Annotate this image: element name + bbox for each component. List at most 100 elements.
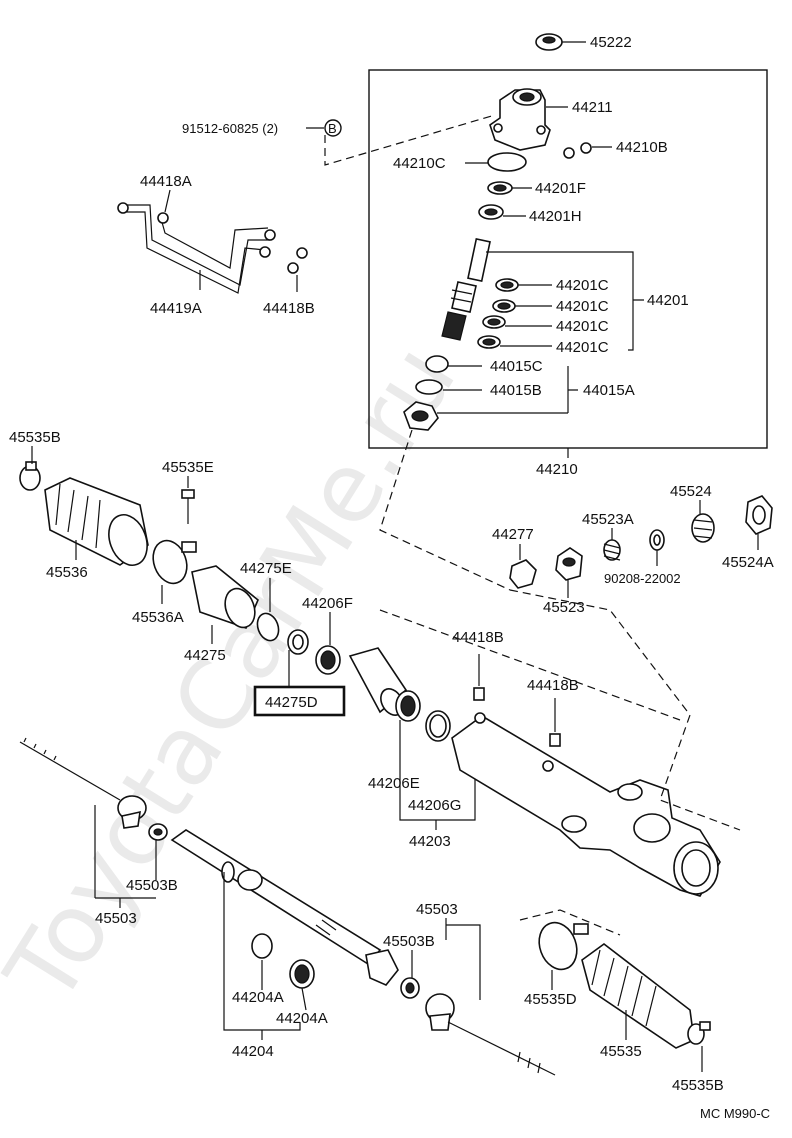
leader-91512 (324, 114, 496, 166)
part-45535-boot[interactable] (581, 943, 695, 1049)
label-44201C-1: 44201C (556, 277, 609, 294)
label-45535E: 45535E (162, 459, 214, 476)
part-45535D-clamp[interactable] (533, 917, 589, 990)
bracket-45503-right (445, 918, 481, 1000)
label-44204A-1: 44204A (232, 989, 284, 1006)
label-45523A: 45523A (582, 511, 634, 528)
part-44275D-bush[interactable] (287, 629, 309, 686)
bracket-44015A (567, 366, 578, 413)
watermark-text: ToyotaCarMe.ru (0, 326, 478, 1023)
label-44206E: 44206E (368, 775, 420, 792)
part-45524A-locknut[interactable] (745, 495, 773, 550)
label-44418B-top: 44418B (263, 300, 315, 317)
part-44201H-bearing[interactable] (478, 204, 526, 220)
label-44210C: 44210C (393, 155, 446, 172)
part-45523A-spring[interactable] (603, 528, 621, 561)
label-44201H: 44201H (529, 208, 582, 225)
label-44015C: 44015C (490, 358, 543, 375)
part-45503B-clip-left[interactable] (148, 823, 168, 880)
label-45535: 45535 (600, 1043, 642, 1060)
diagram-code: MC M990-C (700, 1106, 770, 1121)
part-44418B-unions-top[interactable] (287, 247, 308, 292)
part-45222-cap[interactable] (535, 33, 586, 51)
label-44204: 44204 (232, 1043, 274, 1060)
label-44211: 44211 (572, 99, 613, 116)
part-44210B-bolts[interactable] (563, 142, 612, 159)
highlight-44275D (253, 685, 346, 717)
label-45524A: 45524A (722, 554, 774, 571)
part-44204A-plug[interactable] (251, 933, 273, 990)
part-45503-tie-rod-left[interactable] (19, 737, 147, 898)
part-44206F-seal[interactable] (315, 612, 341, 675)
part-45535B-clamp-top[interactable] (19, 446, 41, 491)
part-44419A-pipes[interactable] (117, 189, 276, 294)
part-44418B-union-mid[interactable] (473, 654, 485, 701)
label-44210B: 44210B (616, 139, 668, 156)
label-45536: 45536 (46, 564, 88, 581)
label-44201C-3: 44201C (556, 318, 609, 335)
part-rack-housing[interactable] (451, 712, 721, 897)
part-45503B-clip-right[interactable] (400, 950, 420, 999)
label-45503B-left: 45503B (126, 877, 178, 894)
label-91512-60825: 91512-60825 (2) (182, 121, 278, 136)
label-44201C-4: 44201C (556, 339, 609, 356)
part-44204-rack[interactable] (170, 829, 399, 986)
part-44418B-union-right[interactable] (549, 698, 561, 747)
label-44015B: 44015B (490, 382, 542, 399)
part-44210C-oring[interactable] (465, 152, 527, 172)
label-45535B-top: 45535B (9, 429, 61, 446)
label-44210: 44210 (536, 461, 578, 478)
label-45503B-right: 45503B (383, 933, 435, 950)
part-45535B-clamp-bottom[interactable] (687, 1021, 711, 1072)
part-45524-adjusting-screw[interactable] (691, 500, 715, 543)
part-44275-bushing[interactable] (191, 565, 260, 644)
part-44201F-seal[interactable] (487, 181, 532, 195)
part-44206E-seal[interactable] (395, 690, 421, 722)
part-44275E-ring[interactable] (254, 578, 282, 644)
label-44203: 44203 (409, 833, 451, 850)
leader-right-boot (519, 909, 621, 936)
part-44015B-oring[interactable] (415, 379, 482, 395)
part-44201-pinion[interactable] (441, 238, 491, 341)
label-44206G: 44206G (408, 797, 461, 814)
label-44277: 44277 (492, 526, 534, 543)
part-44211-housing[interactable] (489, 88, 568, 151)
part-45503-tie-rod-right[interactable] (425, 993, 556, 1076)
part-44277-yoke[interactable] (509, 544, 537, 589)
label-44015A: 44015A (583, 382, 635, 399)
label-44275: 44275 (184, 647, 226, 664)
label-44418B-right: 44418B (527, 677, 579, 694)
part-44206G-ring[interactable] (425, 710, 451, 742)
part-45535E-screw[interactable] (181, 476, 195, 524)
label-45535D: 45535D (524, 991, 577, 1008)
label-44201F: 44201F (535, 180, 586, 197)
label-90208-22002: 90208-22002 (604, 571, 681, 586)
label-45503-left: 45503 (95, 910, 137, 927)
label-44206F: 44206F (302, 595, 353, 612)
part-45523-spring-cap[interactable] (555, 547, 583, 598)
leader-pinion-axis (379, 429, 511, 591)
label-44204A-2: 44204A (276, 1010, 328, 1027)
part-90208-washer[interactable] (649, 529, 665, 566)
label-44201C-2: 44201C (556, 298, 609, 315)
badge-b: B (306, 119, 342, 137)
part-45536-boot[interactable] (44, 477, 154, 571)
part-44204A-seal[interactable] (289, 959, 315, 1011)
part-44015C-plug[interactable] (425, 355, 482, 373)
label-44275E: 44275E (240, 560, 292, 577)
part-45536A-clamp[interactable] (147, 536, 197, 604)
label-45536A: 45536A (132, 609, 184, 626)
label-45503-right: 45503 (416, 901, 458, 918)
part-44015A-locknut[interactable] (403, 401, 568, 431)
bracket-44203 (399, 720, 476, 830)
leader-rack-guide (379, 609, 681, 721)
bracket-45503-left (95, 897, 156, 908)
svg-text:B: B (328, 121, 337, 136)
label-44275D: 44275D (265, 694, 318, 711)
part-44201C-rings[interactable] (477, 278, 552, 349)
label-45535B-bottom: 45535B (672, 1077, 724, 1094)
label-45524: 45524 (670, 483, 712, 500)
label-44201: 44201 (647, 292, 689, 309)
leader-rack-housing-box (509, 589, 741, 831)
